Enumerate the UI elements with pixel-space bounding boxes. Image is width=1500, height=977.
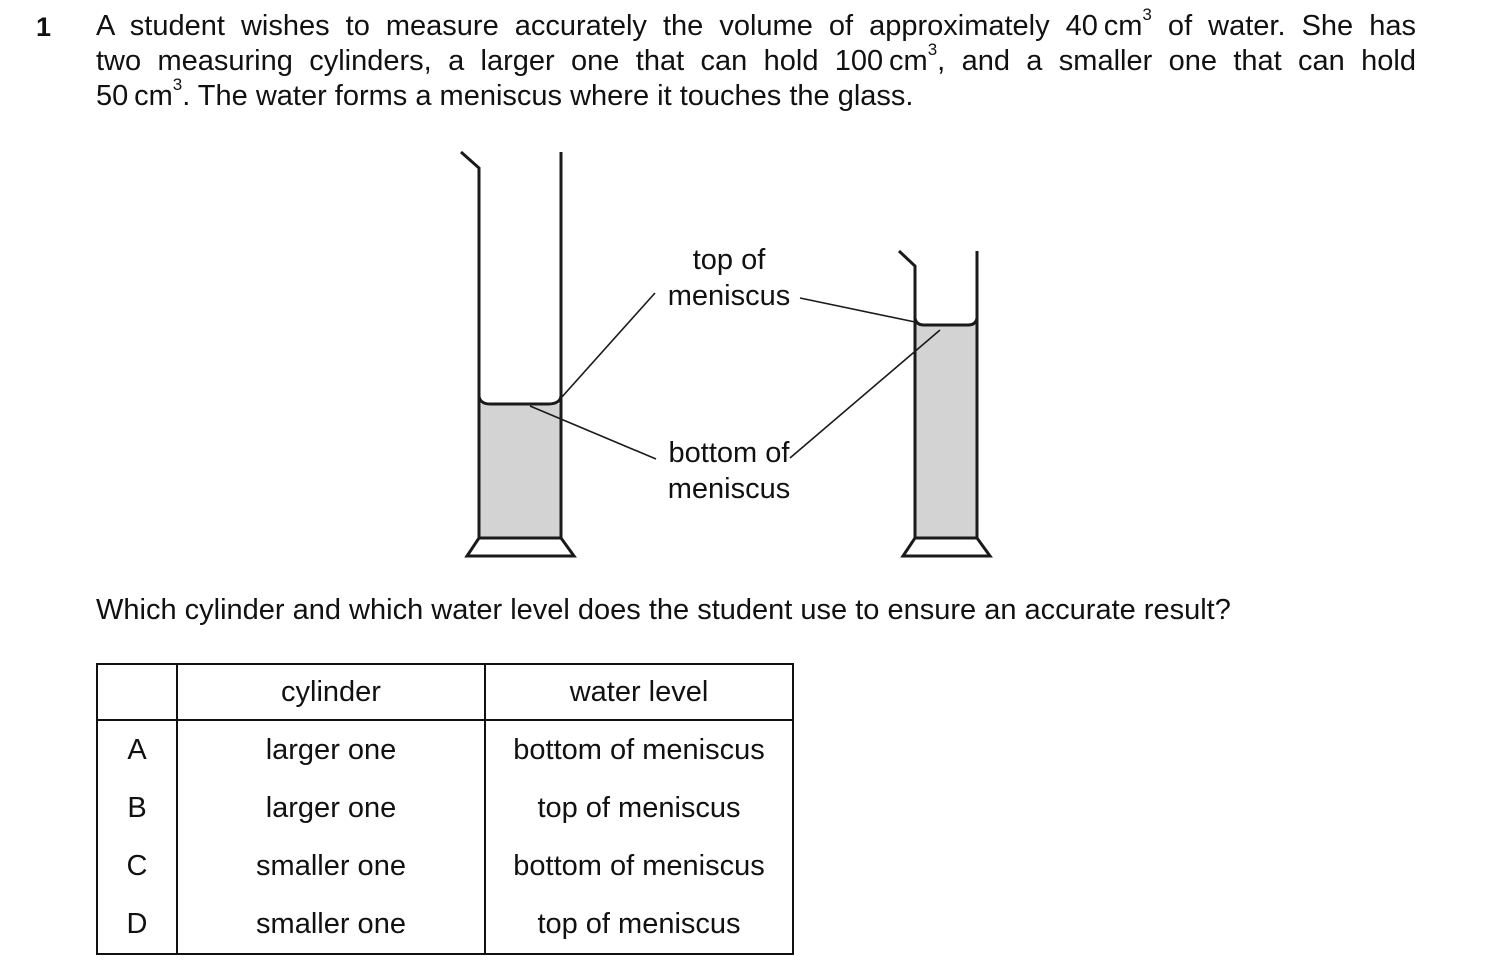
option-row-d[interactable]: D smaller one top of meniscus (96, 895, 794, 955)
header-water-level: water level (484, 663, 794, 721)
leader-bottom-to-large (529, 405, 657, 460)
header-cylinder: cylinder (176, 663, 486, 721)
option-row-c[interactable]: C smaller one bottom of meniscus (96, 837, 794, 895)
label-bottom-of-meniscus: bottom of meniscus (667, 437, 791, 505)
stem-line-3: 50 cm3. The water forms a meniscus where… (96, 75, 914, 112)
option-cylinder: smaller one (176, 837, 486, 895)
option-water-level: top of meniscus (484, 895, 794, 955)
small-cylinder-base (900, 536, 993, 558)
option-key: C (96, 837, 178, 895)
option-key: D (96, 895, 178, 955)
leader-top-to-small (799, 297, 916, 323)
question-number: 1 (36, 12, 52, 42)
header-key (96, 663, 178, 721)
question-stem: A student wishes to measure accurately t… (96, 5, 1416, 114)
large-cylinder-left-wall (460, 150, 481, 538)
option-cylinder: larger one (176, 720, 486, 779)
large-cylinder-meniscus (477, 395, 563, 406)
option-water-level: top of meniscus (484, 779, 794, 837)
small-cylinder (897, 249, 993, 558)
small-cylinder-left-wall (897, 249, 917, 538)
answer-options-table: cylinder water level A larger one bottom… (96, 663, 794, 955)
large-cylinder-base (464, 536, 577, 558)
table-header-row: cylinder water level (96, 663, 794, 721)
option-row-a[interactable]: A larger one bottom of meniscus (96, 720, 794, 779)
stem-line-2: two measuring cylinders, a larger one th… (96, 40, 1416, 77)
option-cylinder: smaller one (176, 895, 486, 955)
small-cylinder-meniscus (913, 317, 979, 327)
large-cylinder (460, 150, 577, 558)
option-key: A (96, 720, 178, 779)
option-water-level: bottom of meniscus (484, 837, 794, 895)
label-top-of-meniscus: top of meniscus (667, 244, 791, 312)
large-cylinder-water (479, 404, 561, 538)
small-cylinder-water (915, 325, 977, 538)
option-water-level: bottom of meniscus (484, 720, 794, 779)
question-prompt: Which cylinder and which water level doe… (96, 594, 1231, 626)
option-cylinder: larger one (176, 779, 486, 837)
option-key: B (96, 779, 178, 837)
leader-top-to-large (560, 292, 656, 399)
stem-line-1: A student wishes to measure accurately t… (96, 5, 1416, 42)
option-row-b[interactable]: B larger one top of meniscus (96, 779, 794, 837)
leader-bottom-to-small (789, 329, 941, 459)
